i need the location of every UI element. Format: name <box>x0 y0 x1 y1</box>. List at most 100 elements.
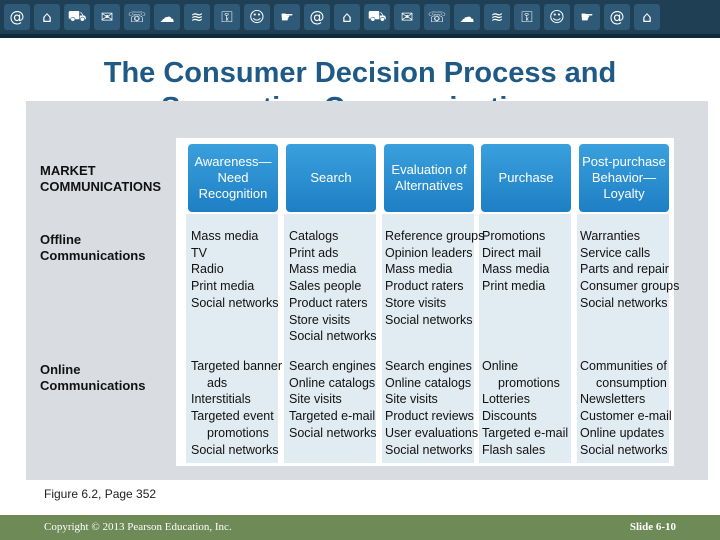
header-awareness-line-3: Recognition <box>198 186 268 201</box>
hand-icon: ☛ <box>574 4 600 30</box>
list-item: Targeted event <box>191 409 274 424</box>
row-label-offline-communications: Offline Communications <box>40 232 145 264</box>
list-item: Consumer groups <box>580 279 680 294</box>
list-item: Targeted e-mail <box>289 409 376 424</box>
header-purchase-line-1: Purchase <box>498 170 554 185</box>
header-awareness: Awareness— Need Recognition <box>188 144 278 212</box>
header-evaluation-line-2: Alternatives <box>395 178 463 193</box>
list-item: Promotions <box>482 229 546 243</box>
list-item: Print media <box>191 279 255 294</box>
at-icon: @ <box>304 4 330 30</box>
list-item: Social networks <box>580 442 668 457</box>
list-item: Communities of <box>580 359 667 373</box>
list-item: Product reviews <box>385 409 474 424</box>
list-item: Print ads <box>289 245 339 260</box>
hand-icon: ☛ <box>274 4 300 30</box>
cloud-icon: ☁ <box>154 4 180 30</box>
list-item: Social networks <box>385 312 473 327</box>
list-item: Sales people <box>289 279 362 294</box>
list-item: Online catalogs <box>289 375 376 390</box>
people-icon: ☺ <box>244 4 270 30</box>
offline-list-awareness: Mass media TV Radio Print media Social n… <box>191 228 279 312</box>
list-item: Site visits <box>385 392 438 407</box>
list-item: Reference groups <box>385 229 485 243</box>
list-item: Targeted banner <box>191 359 283 373</box>
header-post-purchase: Post-purchase Behavior— Loyalty <box>579 144 669 212</box>
list-item: Mass media <box>191 229 259 243</box>
list-item: Product raters <box>289 295 368 310</box>
list-item: Newsletters <box>580 392 646 407</box>
row-label-market-communications: MARKET COMMUNICATIONS <box>40 163 161 195</box>
list-item: Store visits <box>289 312 351 327</box>
list-item: Site visits <box>289 392 342 407</box>
list-item: Online <box>482 359 519 373</box>
list-item: Social networks <box>580 295 668 310</box>
list-item: Social networks <box>385 442 473 457</box>
column-background-purchase <box>479 214 571 463</box>
at-icon: @ <box>4 4 30 30</box>
header-purchase: Purchase <box>481 144 571 212</box>
slide-title-line-1: The Consumer Decision Process and <box>103 57 617 89</box>
row-label-online-line-1: Online <box>40 362 81 377</box>
wifi-icon: ≋ <box>484 4 510 30</box>
list-item: Interstitials <box>191 392 251 407</box>
list-item: Mass media <box>482 262 550 277</box>
slide-footer: Copyright © 2013 Pearson Education, Inc.… <box>0 515 720 540</box>
list-item: Search engines <box>289 359 376 373</box>
header-post-purchase-line-3: Loyalty <box>603 186 645 201</box>
list-item: Social networks <box>289 425 377 440</box>
online-list-search: Search engines Online catalogs Site visi… <box>289 358 377 442</box>
list-item: Flash sales <box>482 442 546 457</box>
list-item: TV <box>191 245 207 260</box>
list-item: Parts and repair <box>580 262 669 277</box>
list-item: Direct mail <box>482 245 542 260</box>
home-icon: ⌂ <box>634 4 660 30</box>
lock-icon: ⚿ <box>514 4 540 30</box>
cloud-icon: ☁ <box>454 4 480 30</box>
list-item: promotions <box>498 375 560 390</box>
header-evaluation-line-1: Evaluation of <box>391 162 467 177</box>
online-list-awareness: Targeted banner ads Interstitials Target… <box>191 358 282 458</box>
header-search: Search <box>286 144 376 212</box>
list-item: promotions <box>207 425 269 440</box>
list-item: Opinion leaders <box>385 245 473 260</box>
list-item: Product raters <box>385 279 464 294</box>
list-item: Lotteries <box>482 392 530 407</box>
cart-icon: ⛟ <box>364 4 390 30</box>
cart-icon: ⛟ <box>64 4 90 30</box>
wifi-icon: ≋ <box>184 4 210 30</box>
offline-list-purchase: Promotions Direct mail Mass media Print … <box>482 228 549 295</box>
list-item: Customer e-mail <box>580 409 672 424</box>
column-background-post-purchase <box>577 214 669 463</box>
slide-number: Slide 6-10 <box>629 521 676 533</box>
list-item: User evaluations <box>385 425 479 440</box>
header-post-purchase-line-2: Behavior— <box>591 170 657 185</box>
decorative-icon-banner: @ ⌂ ⛟ ✉ ☏ ☁ ≋ ⚿ ☺ ☛ @ ⌂ ⛟ ✉ ☏ ☁ ≋ ⚿ ☺ ☛ … <box>0 0 720 38</box>
header-post-purchase-line-1: Post-purchase <box>582 154 666 169</box>
figure-caption: Figure 6.2, Page 352 <box>44 487 157 501</box>
chat-icon: ☏ <box>424 4 450 30</box>
header-awareness-line-1: Awareness— <box>194 154 272 169</box>
list-item: Catalogs <box>289 229 339 243</box>
list-item: Social networks <box>191 442 279 457</box>
copyright-text: Copyright © 2013 Pearson Education, Inc. <box>44 521 232 533</box>
offline-list-search: Catalogs Print ads Mass media Sales peop… <box>289 228 377 345</box>
column-background-evaluation <box>382 214 474 463</box>
at-icon: @ <box>604 4 630 30</box>
header-awareness-line-2: Need <box>217 170 249 185</box>
online-list-evaluation: Search engines Online catalogs Site visi… <box>385 358 478 458</box>
header-evaluation: Evaluation of Alternatives <box>384 144 474 212</box>
online-list-purchase: Online promotions Lotteries Discounts Ta… <box>482 358 568 458</box>
list-item: Radio <box>191 262 224 277</box>
mail-icon: ✉ <box>394 4 420 30</box>
online-list-post-purchase: Communities of consumption Newsletters C… <box>580 358 672 458</box>
list-item: Online updates <box>580 425 665 440</box>
list-item: Social networks <box>289 329 377 344</box>
list-item: Targeted e-mail <box>482 425 569 440</box>
list-item: Mass media <box>385 262 453 277</box>
row-label-market-line-2: COMMUNICATIONS <box>40 179 162 194</box>
list-item: Print media <box>482 279 546 294</box>
list-item: Discounts <box>482 409 537 424</box>
list-item: consumption <box>596 375 667 390</box>
row-label-offline-line-1: Offline <box>40 232 82 247</box>
